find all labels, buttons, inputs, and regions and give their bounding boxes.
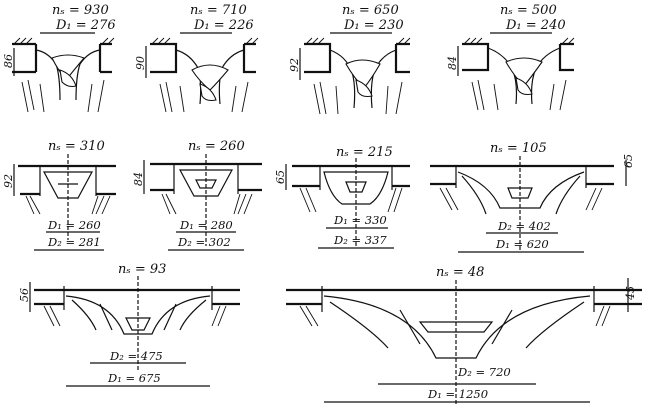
draft-hatching: [161, 193, 253, 215]
runner-blade: [515, 77, 533, 96]
runner-blade: [345, 59, 381, 89]
runner-band: [65, 295, 211, 335]
draft-hatching: [439, 187, 603, 211]
d1-label: D₁ = 1250: [427, 387, 488, 401]
casing-outline-right: [98, 42, 112, 74]
height-label: 45: [624, 286, 637, 301]
height-label: 84: [446, 56, 459, 70]
panel-ns215: nₛ = 215 D₁ = 330 D₂ = 337 65: [274, 145, 410, 249]
casing-outline-left: [12, 42, 38, 74]
casing-outline-right: [394, 42, 410, 74]
height-label: 86: [2, 54, 15, 68]
height-label: 65: [274, 170, 287, 184]
d2-label: D₂ = 475: [109, 349, 163, 363]
speed-label: nₛ = 500: [500, 3, 557, 18]
draft-hatching: [299, 305, 611, 327]
d1-label: D₁ = 280: [179, 218, 233, 232]
panel-ns93: nₛ = 93 D₂ = 475 D₁ = 675 56: [18, 262, 240, 387]
casing-hatching: [151, 37, 259, 45]
height-label: 92: [2, 174, 15, 188]
runner-hub: [418, 321, 494, 333]
height-label: 92: [288, 58, 301, 72]
runner-blades: [461, 175, 581, 215]
runner-band: [457, 171, 585, 209]
runner-hub: [507, 187, 533, 199]
d2-label: D₂ = 337: [333, 233, 387, 247]
speed-label: nₛ = 260: [188, 139, 245, 154]
casing-walls: [319, 166, 393, 190]
casing-hatching: [305, 37, 411, 45]
speed-label: nₛ = 710: [190, 3, 247, 18]
casing-walls: [63, 286, 213, 310]
height-label: 90: [134, 56, 147, 70]
casing-outline-right: [242, 42, 256, 74]
runner-blades: [329, 301, 585, 349]
panel-ns710: nₛ = 710 D₁ = 226 90: [134, 3, 259, 113]
speed-label: nₛ = 93: [118, 262, 166, 277]
runner-blade: [191, 64, 229, 91]
panel-ns48: nₛ = 48 D₂ = 720 D₁ = 1250 45: [286, 265, 642, 404]
panel-ns650: nₛ = 650 D₁ = 230 92: [288, 3, 411, 115]
height-label: 56: [18, 288, 31, 302]
draft-hatching: [471, 79, 567, 111]
runner-blade: [199, 83, 217, 102]
casing-outline-right: [558, 42, 574, 72]
runner-blade: [355, 79, 373, 98]
d1-label: D₁ = 230: [343, 18, 404, 33]
runner-cone: [323, 171, 389, 205]
d1-label: D₁ = 240: [505, 18, 566, 33]
runner-hub: [195, 179, 217, 189]
speed-label: nₛ = 650: [342, 3, 399, 18]
draft-hatching: [25, 195, 111, 215]
height-label: 65: [622, 154, 635, 168]
panel-ns930: nₛ = 930 D₁ = 276 86: [2, 3, 116, 113]
runner-blade: [505, 57, 543, 87]
draft-hatching: [299, 187, 403, 213]
casing-walls: [321, 286, 595, 312]
draft-hatching: [43, 305, 227, 327]
d1-label: D₁ = 226: [193, 18, 254, 33]
panel-ns310: nₛ = 310 D₁ = 260 D₂ = 281 92: [2, 139, 116, 251]
casing-outline-left: [304, 42, 332, 74]
runner-band: [323, 295, 591, 359]
d2-label: D₂ = 281: [47, 235, 101, 249]
runner-blade: [51, 54, 85, 81]
runner-blades: [71, 299, 207, 331]
d1-label: D₁ = 276: [55, 18, 116, 33]
casing-walls: [39, 166, 97, 196]
panel-ns260: nₛ = 260 D₁ = 280 D₂ = 302 84: [132, 139, 262, 251]
casing-walls: [173, 164, 239, 194]
height-label: 84: [132, 172, 145, 186]
casing-outline-left: [462, 42, 490, 72]
speed-label: nₛ = 48: [436, 265, 484, 280]
speed-label: nₛ = 105: [490, 141, 547, 156]
runner-hub: [345, 181, 367, 193]
d2-label: D₂ = 302: [177, 235, 231, 249]
runner-cone: [42, 171, 94, 199]
draft-hatching: [313, 81, 403, 115]
d1-label: D₁ = 675: [107, 371, 161, 385]
d2-label: D₂ = 720: [457, 365, 511, 379]
speed-label: nₛ = 310: [48, 139, 105, 154]
runner-cone: [178, 169, 234, 197]
runner-blade: [59, 69, 77, 88]
casing-walls: [455, 166, 587, 188]
panel-ns105: nₛ = 105 D₂ = 402 D₁ = 620 65: [430, 141, 635, 253]
d2-label: D₂ = 402: [497, 219, 551, 233]
casing-outline-left: [150, 42, 178, 74]
casing-hatching: [463, 37, 575, 45]
draft-hatching: [21, 79, 105, 113]
speed-label: nₛ = 930: [52, 3, 109, 18]
speed-label: nₛ = 215: [336, 145, 393, 160]
d1-label: D₁ = 260: [47, 218, 101, 232]
panel-ns500: nₛ = 500 D₁ = 240 84: [446, 3, 575, 111]
draft-hatching: [159, 81, 249, 113]
d1-label: D₁ = 330: [333, 213, 387, 227]
casing-hatching: [13, 37, 115, 45]
runner-hub: [125, 317, 151, 331]
d1-label: D₁ = 620: [495, 237, 549, 251]
